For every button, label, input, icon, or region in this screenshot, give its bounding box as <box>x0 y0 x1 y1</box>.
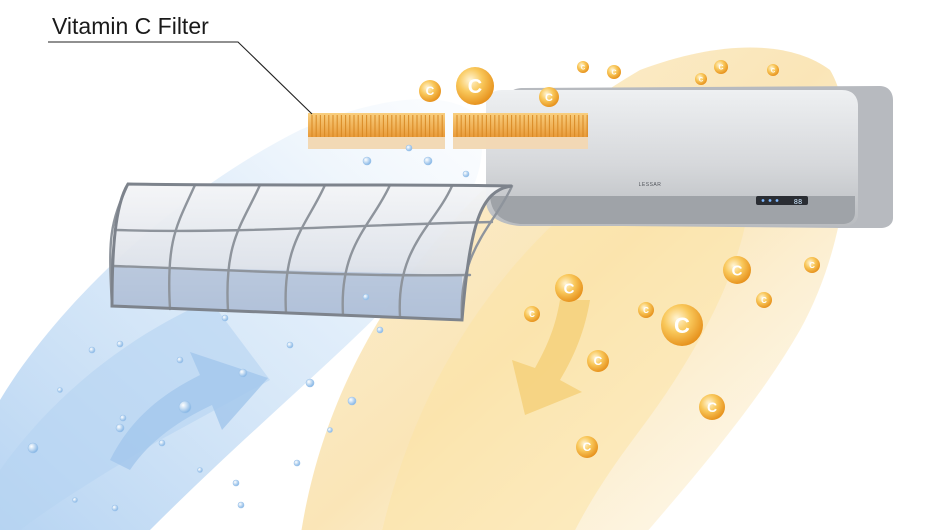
svg-text:C: C <box>564 280 575 297</box>
water-droplet-icon <box>286 341 294 349</box>
svg-text:C: C <box>611 70 616 77</box>
water-droplet-icon <box>176 356 184 364</box>
vitamin-c-particle-icon: C <box>576 436 598 458</box>
water-droplet-icon <box>327 427 333 433</box>
air-conditioner-unit: 88 LESSAR <box>486 86 893 228</box>
vitamin-c-particle-icon: C <box>723 256 751 284</box>
vitamin-c-particle-icon: C <box>524 306 540 322</box>
svg-text:C: C <box>643 306 649 315</box>
vitamin-c-particle-icon: C <box>699 394 725 420</box>
vitamin-c-particle-icon: C <box>539 87 559 107</box>
water-droplet-icon <box>347 396 357 406</box>
water-droplet-icon <box>405 144 413 152</box>
vitamin-c-particles: C C C C C C C C C C C C C C C C C C <box>419 60 820 458</box>
airflow-arrow-icon <box>512 300 590 415</box>
vitamin-c-particle-icon: C <box>456 67 494 105</box>
water-droplet-icon <box>158 439 166 447</box>
water-droplet-icon <box>88 346 96 354</box>
svg-text:C: C <box>761 296 767 305</box>
svg-text:C: C <box>594 354 603 368</box>
svg-text:C: C <box>809 261 815 270</box>
svg-text:C: C <box>529 310 535 319</box>
water-droplet-icon <box>238 368 248 378</box>
svg-text:C: C <box>545 92 553 104</box>
water-droplet-icon <box>376 326 384 334</box>
vitamin-c-particle-icon: C <box>695 73 707 85</box>
svg-text:C: C <box>718 65 723 72</box>
water-droplet-icon <box>27 442 39 454</box>
water-droplet-icon <box>119 414 127 422</box>
water-droplet-icon <box>116 340 124 348</box>
water-droplet-icon <box>423 156 433 166</box>
mesh-filter <box>109 182 514 322</box>
unit-display-readout: 88 <box>794 198 802 206</box>
svg-text:C: C <box>426 84 435 98</box>
water-droplet-icon <box>111 504 119 512</box>
water-droplet-icon <box>197 467 203 473</box>
vitamin-c-filter <box>308 113 588 149</box>
water-droplet-icon <box>57 387 63 393</box>
unit-display-panel <box>756 196 808 205</box>
vitamin-c-particle-icon: C <box>577 61 589 73</box>
vitamin-c-filter-label: Vitamin C Filter <box>52 13 209 39</box>
svg-text:C: C <box>674 313 690 338</box>
svg-text:C: C <box>707 399 717 415</box>
vitamin-c-particle-icon: C <box>555 274 583 302</box>
water-droplet-icon <box>462 170 470 178</box>
water-droplet-icon <box>237 501 245 509</box>
water-droplet-icon <box>362 293 370 301</box>
water-droplet-icon <box>362 156 372 166</box>
vitamin-c-particle-icon: C <box>587 350 609 372</box>
vitamin-c-particle-icon: C <box>804 257 820 273</box>
vitamin-c-particle-icon: C <box>756 292 772 308</box>
vitamin-c-particle-icon: C <box>714 60 728 74</box>
unit-brand-logo: LESSAR <box>639 182 662 188</box>
vitamin-c-particle-icon: C <box>638 302 654 318</box>
water-droplet-icon <box>232 479 240 487</box>
vitamin-c-particle-icon: C <box>419 80 441 102</box>
callout-leader-line <box>48 41 313 115</box>
water-droplet-icon <box>178 400 192 414</box>
vitamin-c-particle-icon: C <box>767 64 779 76</box>
water-droplet-icon <box>115 423 125 433</box>
svg-text:C: C <box>581 65 586 71</box>
svg-text:C: C <box>771 68 776 74</box>
vitamin-c-particle-icon: C <box>607 65 621 79</box>
water-droplet-icon <box>221 314 229 322</box>
water-droplet-icon <box>293 459 301 467</box>
svg-text:C: C <box>583 440 592 454</box>
svg-text:C: C <box>699 77 704 83</box>
svg-text:C: C <box>468 76 482 98</box>
water-droplets <box>27 144 470 512</box>
water-droplet-icon <box>72 497 78 503</box>
vitamin-c-particle-icon: C <box>661 304 703 346</box>
svg-text:C: C <box>732 262 743 279</box>
water-droplet-icon <box>305 378 315 388</box>
